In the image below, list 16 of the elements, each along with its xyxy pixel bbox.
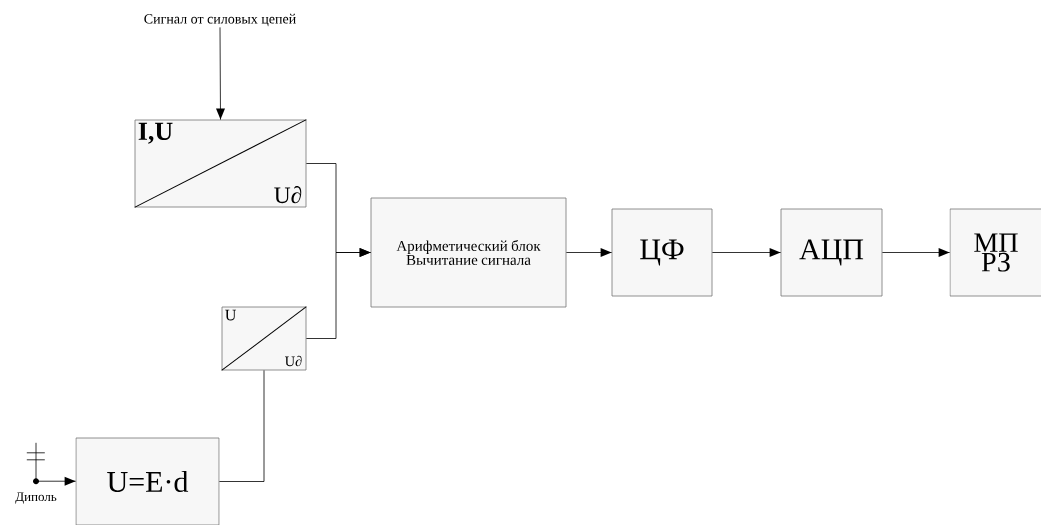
- converter-box: I,U U∂: [134, 119, 307, 208]
- block-box: U=E·d: [75, 437, 220, 525]
- arrow: [216, 26, 225, 120]
- converter-box: U U∂: [221, 306, 307, 371]
- arrow: [882, 248, 950, 257]
- dipole-symbol: [26, 442, 46, 485]
- block-box: Арифметический блок Вычитание сигнала: [370, 197, 567, 308]
- arrow: [712, 248, 781, 257]
- caption-text: Сигнал от силовых цепей: [144, 13, 296, 27]
- arrow: [566, 248, 612, 257]
- dipole-label: Диполь: [15, 492, 57, 504]
- arrow: [306, 248, 371, 339]
- block-box: ЦФ: [611, 208, 713, 297]
- block-box: АЦП: [780, 208, 883, 297]
- arrow: [35, 476, 76, 486]
- block-box: МП РЗ: [949, 208, 1041, 297]
